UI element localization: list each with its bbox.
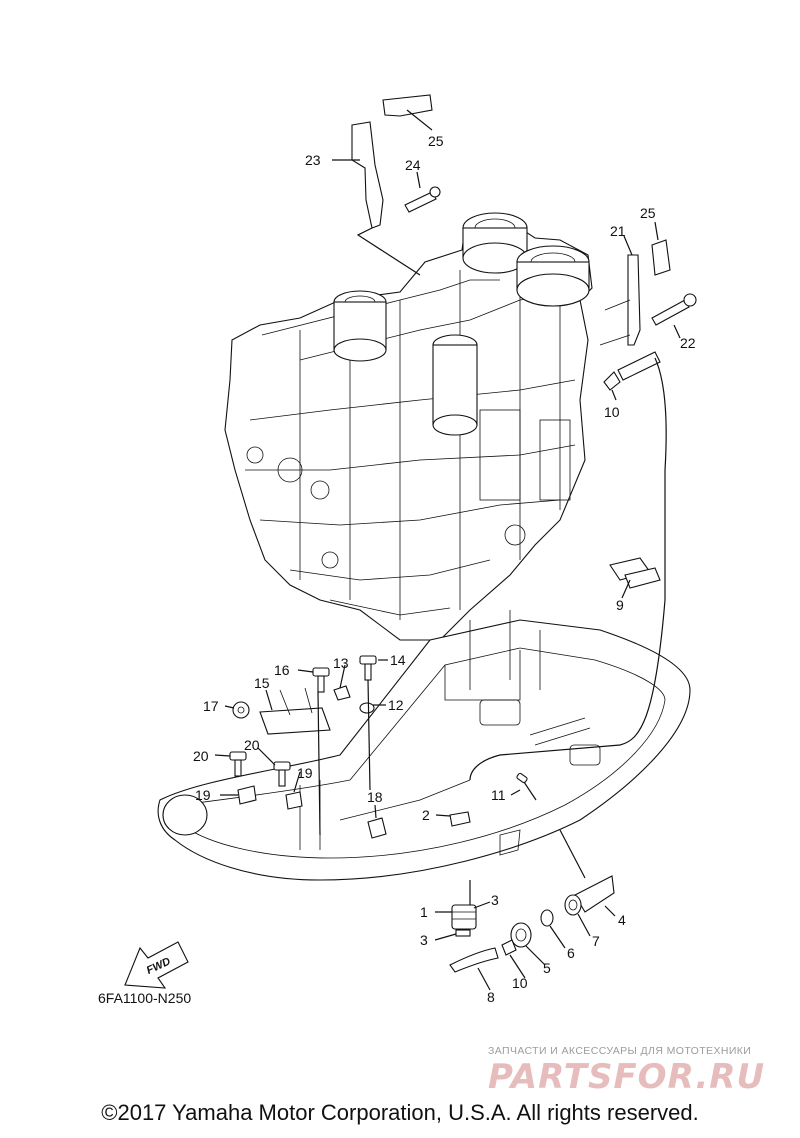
callout-6: 6 (567, 945, 575, 961)
callout-25-top: 25 (428, 133, 444, 149)
callout-21: 21 (610, 223, 626, 239)
callout-3-left: 3 (420, 932, 428, 948)
callout-23: 23 (305, 152, 321, 168)
callout-7: 7 (592, 933, 600, 949)
callout-25-right: 25 (640, 205, 656, 221)
bottom-cowling-illustration (157, 610, 691, 881)
callout-16: 16 (274, 662, 290, 678)
callout-20-right: 20 (244, 737, 260, 753)
callout-19-left: 19 (195, 787, 211, 803)
callout-11: 11 (491, 787, 506, 803)
watermark-tagline: ЗАПЧАСТИ И АКСЕССУАРЫ ДЛЯ МОТОТЕХНИКИ (488, 1045, 752, 1057)
callout-10-lower: 10 (512, 975, 528, 991)
callout-8: 8 (487, 989, 495, 1005)
callout-13: 13 (333, 655, 349, 671)
callout-9: 9 (616, 597, 624, 613)
callout-5: 5 (543, 960, 551, 976)
fwd-arrow-shape (124, 941, 189, 989)
callout-2: 2 (422, 807, 430, 823)
watermark-logo: PARTSFOR.RU (488, 1057, 766, 1097)
callout-numbers: 25 23 24 25 21 22 10 9 16 13 14 15 17 12… (145, 133, 696, 1005)
callout-14: 14 (390, 652, 406, 668)
copyright-notice: ©2017 Yamaha Motor Corporation, U.S.A. A… (101, 1100, 699, 1125)
callout-20-left: 20 (193, 748, 209, 764)
callout-18: 18 (367, 789, 383, 805)
callout-17: 17 (203, 698, 219, 714)
callout-22: 22 (680, 335, 696, 351)
diagram-code: 6FA1100-N250 (98, 990, 192, 1006)
engine-block-illustration (224, 212, 593, 641)
leader-lines (214, 109, 681, 991)
callout-24: 24 (405, 157, 421, 173)
callout-4: 4 (618, 912, 626, 928)
callout-19-right: 19 (297, 765, 313, 781)
callout-3-right: 3 (491, 892, 499, 908)
brackets-and-fasteners (124, 94, 697, 989)
callout-12: 12 (388, 697, 404, 713)
callout-1: 1 (420, 904, 428, 920)
callout-10-upper: 10 (604, 404, 620, 420)
callout-15: 15 (254, 675, 270, 691)
